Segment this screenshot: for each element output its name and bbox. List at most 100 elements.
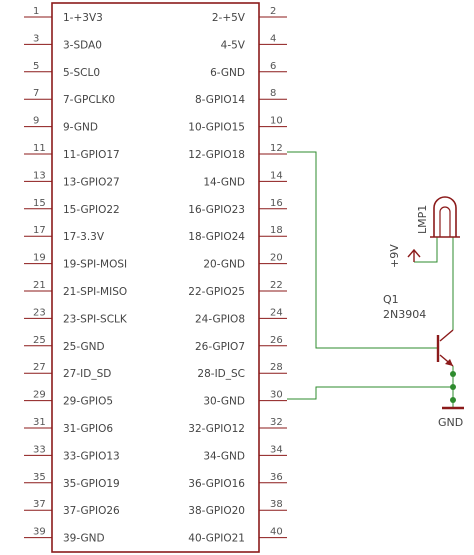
pin-number: 1 — [33, 6, 39, 17]
lamp-symbol: LMP1 — [416, 196, 460, 238]
pin-label: 23-SPI-SCLK — [63, 313, 128, 325]
pin-number: 4 — [270, 33, 276, 44]
pin-label: 16-GPIO23 — [188, 204, 245, 216]
pin-number: 31 — [33, 417, 46, 428]
pin-label: 17-3.3V — [63, 231, 105, 243]
pin-number: 28 — [270, 362, 283, 373]
pin-number: 18 — [270, 225, 283, 236]
pin-number: 24 — [270, 307, 283, 318]
pin-label: 24-GPIO8 — [195, 313, 245, 325]
pin-number: 19 — [33, 253, 46, 264]
pin-label: 13-GPIO27 — [63, 176, 120, 188]
header-outline — [51, 2, 260, 553]
pin-label: 37-GPIO26 — [63, 505, 120, 517]
pin-number: 17 — [33, 225, 46, 236]
right-pin-column: 22-+5V44-5V66-GND88-GPIO141010-GPIO15121… — [188, 6, 287, 545]
pin-number: 29 — [33, 390, 46, 401]
pin-label: 26-GPIO7 — [195, 341, 245, 353]
pin-number: 34 — [270, 444, 283, 455]
ground-label: GND — [438, 416, 463, 429]
wires — [287, 151, 456, 408]
pin-number: 22 — [270, 280, 283, 291]
pin-label: 28-ID_SC — [197, 368, 245, 380]
transistor-emitter-arrow — [445, 359, 453, 366]
pin-label: 21-SPI-MISO — [63, 286, 127, 298]
pin-number: 9 — [33, 116, 39, 127]
pin-label: 34-GND — [203, 450, 245, 462]
pin-number: 7 — [33, 88, 39, 99]
pin-label: 6-GND — [210, 67, 245, 79]
pin-number: 3 — [33, 33, 39, 44]
junction-dot — [450, 371, 456, 377]
pin-number: 38 — [270, 499, 283, 510]
pin-label: 38-GPIO20 — [188, 505, 245, 517]
pin-number: 23 — [33, 307, 46, 318]
pin-label: 36-GPIO16 — [188, 478, 245, 490]
pin-label: 10-GPIO15 — [188, 122, 245, 134]
left-pin-column: 1 1-+3V3 3 3-SDA0 5 5-SCL0 7 7-GPCLK0 9 9-GND 11 11… — [24, 6, 128, 545]
pin-number: 40 — [270, 527, 283, 538]
pin-number: 12 — [270, 143, 283, 154]
transistor-name: Q1 — [383, 293, 399, 306]
pin-label: 20-GND — [203, 259, 245, 271]
pin-label: 12-GPIO18 — [188, 149, 245, 161]
pin-number: 20 — [270, 253, 283, 264]
pin-label: 27-ID_SD — [63, 368, 111, 380]
pin-label: 29-GPIO5 — [63, 396, 113, 408]
pin-number: 14 — [270, 170, 283, 181]
supply-arrow-head — [407, 248, 421, 258]
pin-label: 9-GND — [63, 122, 98, 134]
junction-dot — [450, 397, 456, 403]
pin-number: 8 — [270, 88, 276, 99]
lamp-filament — [439, 206, 451, 237]
transistor-collector — [439, 329, 454, 342]
pin-number: 32 — [270, 417, 283, 428]
pin-label: 8-GPIO14 — [195, 94, 245, 106]
pin-label: 18-GPIO24 — [188, 231, 245, 243]
pin-label: 14-GND — [203, 176, 245, 188]
supply-symbol: +9V — [388, 244, 421, 268]
pin-number: 2 — [270, 6, 276, 17]
pin-label: 7-GPCLK0 — [63, 94, 115, 106]
pin-label: 1-+3V3 — [63, 12, 103, 24]
pin-label: 31-GPIO6 — [63, 423, 113, 435]
pin-number: 36 — [270, 472, 283, 483]
pin-number: 27 — [33, 362, 46, 373]
transistor-symbol: Q1 2N3904 — [383, 293, 454, 367]
pin-number: 10 — [270, 116, 283, 127]
pin-label: 33-GPIO13 — [63, 450, 120, 462]
pin-label: 22-GPIO25 — [188, 286, 245, 298]
pin-label: 35-GPIO19 — [63, 478, 120, 490]
pin-number: 25 — [33, 335, 46, 346]
wire-supply-to-lamp — [414, 237, 438, 263]
ground-symbol: GND — [438, 406, 464, 429]
wire-gnd-to-ground — [287, 386, 453, 400]
pin-number: 39 — [33, 527, 46, 538]
pin-label: 19-SPI-MOSI — [63, 259, 127, 271]
pin-label: 3-SDA0 — [63, 39, 102, 51]
wire-gpio18-to-base — [287, 151, 438, 349]
pin-number: 5 — [33, 61, 39, 72]
pin-number: 33 — [33, 444, 46, 455]
pin-label: 25-GND — [63, 341, 105, 353]
pin-number: 15 — [33, 198, 46, 209]
pin-number: 13 — [33, 170, 46, 181]
pin-label: 15-GPIO22 — [63, 204, 120, 216]
pin-number: 16 — [270, 198, 283, 209]
lamp-name: LMP1 — [416, 205, 429, 234]
pin-number: 30 — [270, 390, 283, 401]
pin-label: 11-GPIO17 — [63, 149, 120, 161]
pin-number: 26 — [270, 335, 283, 346]
pin-label: 40-GPIO21 — [188, 533, 245, 545]
pin-number: 11 — [33, 143, 46, 154]
pin-label: 5-SCL0 — [63, 67, 100, 79]
pin-label: 32-GPIO12 — [188, 423, 245, 435]
lamp-bulb — [433, 196, 457, 237]
supply-label: +9V — [388, 244, 401, 268]
transistor-part: 2N3904 — [383, 308, 426, 321]
pin-number: 21 — [33, 280, 46, 291]
pin-label: 39-GND — [63, 533, 105, 545]
pin-number: 35 — [33, 472, 46, 483]
pin-number: 6 — [270, 61, 276, 72]
